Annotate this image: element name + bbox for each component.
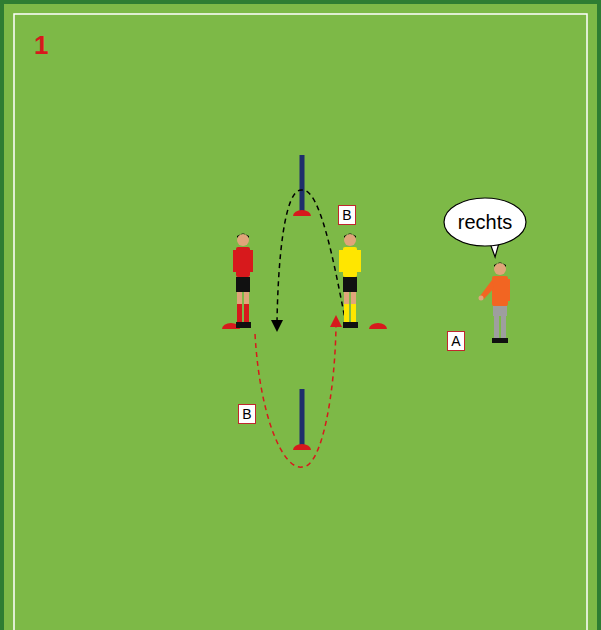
coach — [479, 263, 511, 344]
position-label: B — [238, 404, 256, 424]
arrowhead — [330, 315, 342, 327]
player-yellow — [339, 234, 361, 329]
run-path-black — [277, 190, 346, 324]
drill-number: 1 — [34, 31, 48, 59]
player-red — [233, 234, 253, 329]
arrowhead — [271, 320, 283, 332]
speech-bubble: rechts — [443, 197, 527, 247]
position-label: B — [338, 205, 356, 225]
run-path-red — [255, 326, 336, 467]
pole-top — [293, 155, 311, 216]
speech-text: rechts — [443, 211, 527, 234]
pitch-line — [14, 14, 587, 630]
position-label: A — [447, 331, 465, 351]
cone — [369, 323, 387, 329]
pole-bottom — [293, 389, 311, 450]
